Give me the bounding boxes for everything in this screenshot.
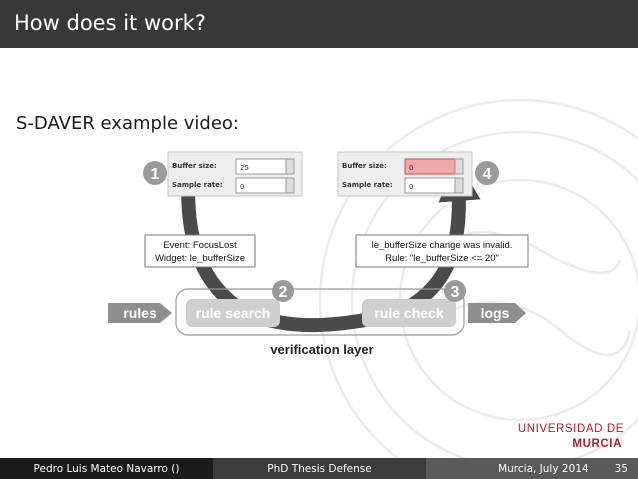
- page-number: 35: [614, 462, 628, 475]
- field-label-buffer-size: Buffer size:: [172, 162, 217, 170]
- footer-date-section: Murcia, July 2014 35: [426, 458, 638, 479]
- rule-search-box: [186, 299, 280, 327]
- university-logo-line2: MURCIA: [572, 438, 622, 450]
- error-callout: [355, 234, 529, 268]
- rules-arrow: [108, 303, 172, 323]
- verification-layer-label: verification layer: [270, 342, 373, 357]
- slide-heading: S-DAVER example video:: [16, 113, 239, 134]
- rule-check-label: rule check: [374, 305, 443, 321]
- footer-author-section: Pedro Luis Mateo Navarro (): [0, 458, 213, 479]
- verification-layer-box: [175, 288, 465, 336]
- university-logo-line1: UNIVERSIDAD DE: [517, 423, 624, 435]
- spin-buttons: [285, 177, 295, 194]
- footer-author: Pedro Luis Mateo Navarro (): [33, 462, 180, 475]
- rule-check-box: [362, 299, 456, 327]
- field-label-sample-rate: Sample rate:: [172, 181, 223, 189]
- step-2-badge: 2: [279, 284, 288, 301]
- spin-buttons: [454, 177, 464, 194]
- event-line-1: Event: FocusLost: [163, 240, 237, 251]
- footer-date: Murcia, July 2014: [498, 462, 589, 475]
- form-panel-after: Buffer size: 0 Sample rate: 0: [337, 151, 473, 197]
- footer-event-section: PhD Thesis Defense: [213, 458, 426, 479]
- spin-buttons: [454, 158, 464, 175]
- slide-title: How does it work?: [14, 11, 206, 35]
- buffer-size-value: 25: [240, 164, 249, 172]
- sample-rate-value: 0: [409, 183, 413, 191]
- rules-label: rules: [123, 305, 157, 321]
- title-bar: How does it work?: [0, 0, 638, 48]
- field-label-sample-rate: Sample rate:: [342, 181, 393, 189]
- error-line-1: le_bufferSize change was invalid.: [372, 240, 513, 251]
- error-line-2: Rule: "le_bufferSize <= 20": [385, 253, 499, 264]
- rule-search-label: rule search: [196, 305, 271, 321]
- footer: Pedro Luis Mateo Navarro () PhD Thesis D…: [0, 458, 638, 479]
- spin-buttons: [285, 158, 295, 175]
- event-callout: [144, 234, 256, 268]
- footer-event: PhD Thesis Defense: [267, 462, 372, 475]
- event-line-2: Widget: le_bufferSize: [155, 253, 245, 264]
- form-panel-before: Buffer size: 25 Sample rate: 0: [167, 151, 303, 197]
- logs-label: logs: [481, 305, 510, 321]
- buffer-size-value: 0: [409, 164, 413, 172]
- step-1-badge: 1: [151, 166, 160, 183]
- field-label-buffer-size: Buffer size:: [342, 162, 387, 170]
- logs-arrow: [468, 303, 526, 323]
- step-4-badge: 4: [483, 166, 492, 183]
- step-3-badge: 3: [451, 284, 460, 301]
- sample-rate-value: 0: [240, 183, 244, 191]
